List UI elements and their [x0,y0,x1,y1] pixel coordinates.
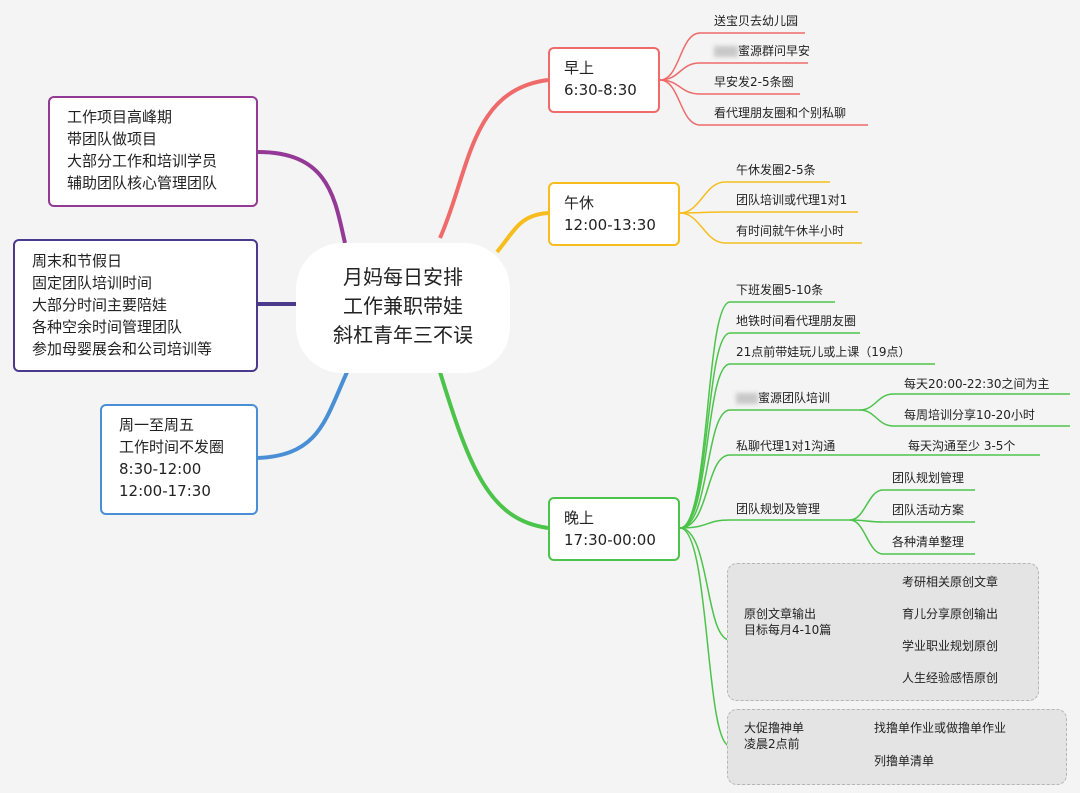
training-label-text: 蜜源团队培训 [758,391,831,405]
morning-item-1-text: 送宝贝去幼儿园 [714,14,799,28]
noon-title: 午休 [564,194,595,212]
evening-node[interactable]: 晚上 17:30-00:00 [548,497,680,561]
planning-sub-1[interactable]: 团队规划管理 [892,471,965,485]
promo-group [727,709,1067,785]
planning-sub-3[interactable]: 各种清单整理 [892,535,965,549]
promo-sub-1[interactable]: 找撸单作业或做撸单作业 [874,721,1007,735]
weekend-line-5: 参加母婴展会和公司培训等 [32,340,213,358]
morning-title: 早上 [564,59,595,77]
morning-leaf-lines [659,32,868,126]
noon-leaf-lines [679,181,862,244]
writing-sub-1[interactable]: 考研相关原创文章 [902,575,999,589]
evening-item-2[interactable]: 地铁时间看代理朋友圈 [736,314,857,328]
private-label[interactable]: 私聊代理1对1沟通 [736,439,836,453]
promo-label-1: 大促撸神单 [744,721,805,735]
planning-label[interactable]: 团队规划及管理 [736,502,821,516]
noon-item-1[interactable]: 午休发圈2-5条 [736,163,816,177]
weekend-node[interactable]: 周末和节假日 固定团队培训时间 大部分时间主要陪娃 各种空余时间管理团队 参加母… [13,239,258,372]
morning-item-1[interactable]: 送宝贝去幼儿园 [714,13,798,29]
weekday-line-4: 12:00-17:30 [119,482,211,500]
weekend-line-2: 固定团队培训时间 [32,274,153,292]
training-sub-1[interactable]: 每天20:00-22:30之间为主 [904,377,1050,391]
writing-label-2: 目标每月4-10篇 [744,623,832,637]
promo-sub-2[interactable]: 列撸单清单 [874,754,935,768]
peak-node[interactable]: 工作项目高峰期 带团队做项目 大部分工作和培训学员 辅助团队核心管理团队 [48,96,258,207]
evening-title: 晚上 [564,509,595,527]
morning-item-4-text: 看代理朋友圈和个别私聊 [714,106,847,120]
weekend-line-4: 各种空余时间管理团队 [32,318,183,336]
noon-time: 12:00-13:30 [564,216,656,234]
weekday-line-2: 工作时间不发圈 [119,438,225,456]
evening-item-1[interactable]: 下班发圈5-10条 [736,283,824,297]
morning-item-3[interactable]: 早安发2-5条圈 [714,74,794,90]
redacted-blur [714,46,738,57]
evening-item-3[interactable]: 21点前带娃玩儿或上课（19点） [736,345,911,359]
noon-node[interactable]: 午休 12:00-13:30 [548,182,680,246]
center-line-1: 月妈每日安排 [343,265,463,289]
peak-line-2: 带团队做项目 [67,130,158,148]
writing-sub-3[interactable]: 学业职业规划原创 [902,639,999,653]
morning-item-4[interactable]: 看代理朋友圈和个别私聊 [714,105,846,121]
morning-time: 6:30-8:30 [564,81,637,99]
writing-label[interactable]: 原创文章输出 目标每月4-10篇 [744,606,831,638]
noon-item-2[interactable]: 团队培训或代理1对1 [736,193,848,207]
center-line-2: 工作兼职带娃 [343,294,463,318]
evening-leaf-lines [679,301,1070,773]
planning-sub-2[interactable]: 团队活动方案 [892,503,965,517]
branch-morning [438,78,549,239]
morning-item-2[interactable]: 蜜源群问早安 [714,43,810,59]
branch-noon [495,211,549,254]
center-topic[interactable]: 月妈每日安排 工作兼职带娃 斜杠青年三不误 [296,243,510,373]
weekend-line-3: 大部分时间主要陪娃 [32,296,168,314]
branch-weekday [257,369,350,460]
writing-label-1: 原创文章输出 [744,607,817,621]
writing-sub-4[interactable]: 人生经验感悟原创 [902,671,999,685]
promo-label[interactable]: 大促撸神单 凌晨2点前 [744,720,804,752]
morning-node[interactable]: 早上 6:30-8:30 [548,47,660,113]
training-label[interactable]: 蜜源团队培训 [736,390,830,406]
branch-evening [438,371,549,530]
training-sub-2[interactable]: 每周培训分享10-20小时 [904,408,1035,422]
evening-time: 17:30-00:00 [564,531,656,549]
peak-line-4: 辅助团队核心管理团队 [67,174,218,192]
writing-sub-2[interactable]: 育儿分享原创输出 [902,607,999,621]
center-line-3: 斜杠青年三不误 [333,323,473,347]
weekday-node[interactable]: 周一至周五 工作时间不发圈 8:30-12:00 12:00-17:30 [100,404,258,515]
weekend-line-1: 周末和节假日 [32,252,123,270]
weekday-line-3: 8:30-12:00 [119,460,202,478]
noon-item-3[interactable]: 有时间就午休半小时 [736,224,845,238]
private-sub[interactable]: 每天沟通至少 3-5个 [908,439,1016,453]
morning-item-2-text: 蜜源群问早安 [738,44,811,58]
peak-line-1: 工作项目高峰期 [67,108,173,126]
weekday-line-1: 周一至周五 [119,416,195,434]
promo-label-2: 凌晨2点前 [744,737,800,751]
writing-group [727,563,1039,701]
peak-line-3: 大部分工作和培训学员 [67,152,218,170]
morning-item-3-text: 早安发2-5条圈 [714,75,794,89]
redacted-blur [736,393,758,404]
branch-peak [257,150,347,244]
